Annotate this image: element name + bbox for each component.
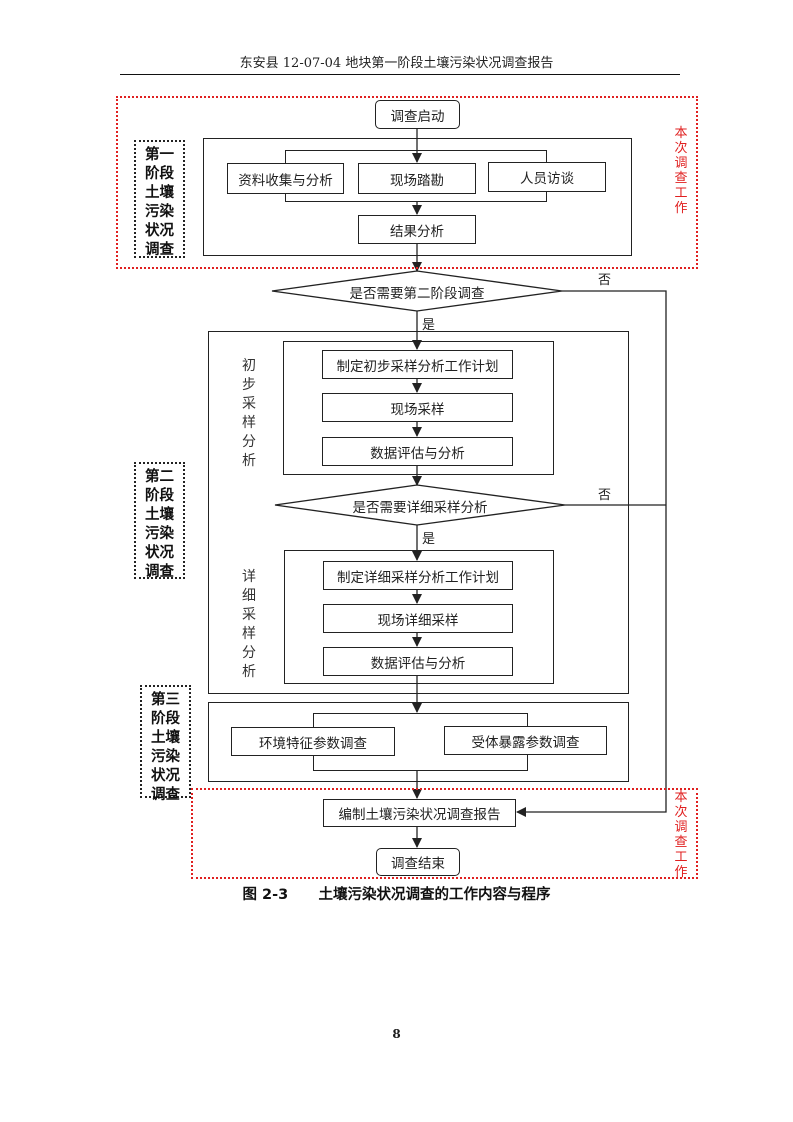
task-data-collection: 资料收集与分析 xyxy=(227,163,344,194)
page-number: 8 xyxy=(392,1027,401,1041)
decision1-no-label: 否 xyxy=(598,273,612,288)
arrow-decision1-no xyxy=(516,290,667,817)
preliminary-label: 初步采样分析 xyxy=(242,358,256,469)
decision1-question: 是否需要第二阶段调查 xyxy=(349,286,485,302)
stage1-label: 第一阶段土壤污染状况调查 xyxy=(134,140,185,258)
decision2-yes-label: 是 xyxy=(422,532,436,547)
detailed-label: 详细采样分析 xyxy=(242,569,256,680)
task-personnel-interview: 人员访谈 xyxy=(488,162,606,192)
decision1-yes-label: 是 xyxy=(422,318,436,333)
report-node: 编制土壤污染状况调查报告 xyxy=(323,799,516,827)
decision2-no-label: 否 xyxy=(598,488,612,503)
end-node: 调查结束 xyxy=(376,848,460,876)
detailed-frame xyxy=(284,550,554,684)
decision2-question: 是否需要详细采样分析 xyxy=(352,500,488,516)
stage3-label: 第三阶段土壤污染状况调查 xyxy=(140,685,191,803)
stage2-frame xyxy=(208,331,629,694)
header-rule xyxy=(120,74,680,75)
figure-title: 土壤污染状况调查的工作内容与程序 xyxy=(318,887,551,903)
preliminary-frame xyxy=(283,341,554,475)
preliminary-sampling-node: 现场采样 xyxy=(322,393,513,422)
figure-caption: 图 2-3 土壤污染状况调查的工作内容与程序 xyxy=(0,883,793,904)
stage3-frame xyxy=(208,702,629,782)
figure-number: 图 2-3 xyxy=(242,887,289,903)
task-site-reconnaissance: 现场踏勘 xyxy=(358,163,476,194)
scope-label-bottom: 本次调查工作 xyxy=(674,790,688,880)
scope-label-top: 本次调查工作 xyxy=(674,126,688,216)
stage1-frame xyxy=(203,138,632,256)
stage2-label: 第二阶段土壤污染状况调查 xyxy=(134,462,185,580)
detailed-evaluation-node: 数据评估与分析 xyxy=(323,647,513,676)
result-analysis-node: 结果分析 xyxy=(358,215,476,244)
detailed-sampling-node: 现场详细采样 xyxy=(323,604,513,633)
start-node: 调查启动 xyxy=(375,100,460,129)
preliminary-plan-node: 制定初步采样分析工作计划 xyxy=(322,350,513,379)
detailed-plan-node: 制定详细采样分析工作计划 xyxy=(323,561,513,590)
preliminary-evaluation-node: 数据评估与分析 xyxy=(322,437,513,466)
scope-box-bottom xyxy=(191,788,698,879)
page-header-title: 东安县 12-07-04 地块第一阶段土壤污染状况调查报告 xyxy=(239,56,554,71)
task-receptor-exposure-parameters: 受体暴露参数调查 xyxy=(444,726,607,755)
scope-box-top xyxy=(116,96,698,269)
task-environmental-parameters: 环境特征参数调查 xyxy=(231,727,395,756)
